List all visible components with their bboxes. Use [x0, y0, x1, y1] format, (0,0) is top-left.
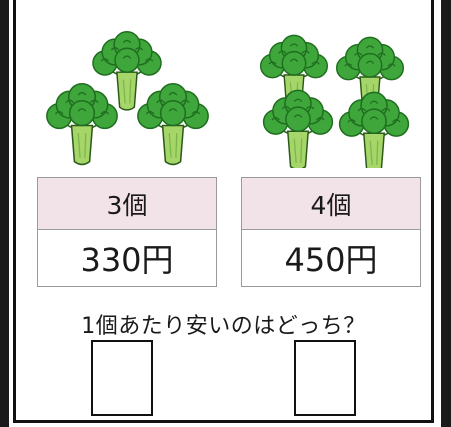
- right-quantity: 4個: [242, 178, 420, 230]
- question-text: 1個あたり安いのはどっち？: [81, 314, 366, 339]
- left-edge-bar: [0, 0, 9, 427]
- broccoli-group-left: [46, 30, 209, 166]
- broccoli-icon: [262, 89, 334, 168]
- right-price-box: 4個 450円: [241, 177, 421, 287]
- right-price: 450円: [284, 241, 378, 279]
- right-edge-bar: [441, 0, 451, 427]
- broccoli-icon: [46, 82, 118, 166]
- broccoli-icon: [137, 82, 209, 166]
- right-answer-box[interactable]: [294, 340, 356, 416]
- left-quantity: 3個: [38, 178, 216, 230]
- left-price: 330円: [80, 241, 174, 279]
- left-answer-box[interactable]: [91, 340, 153, 416]
- broccoli-group-right: [259, 34, 410, 168]
- broccoli-icon: [338, 91, 410, 168]
- left-price-box: 3個 330円: [37, 177, 217, 287]
